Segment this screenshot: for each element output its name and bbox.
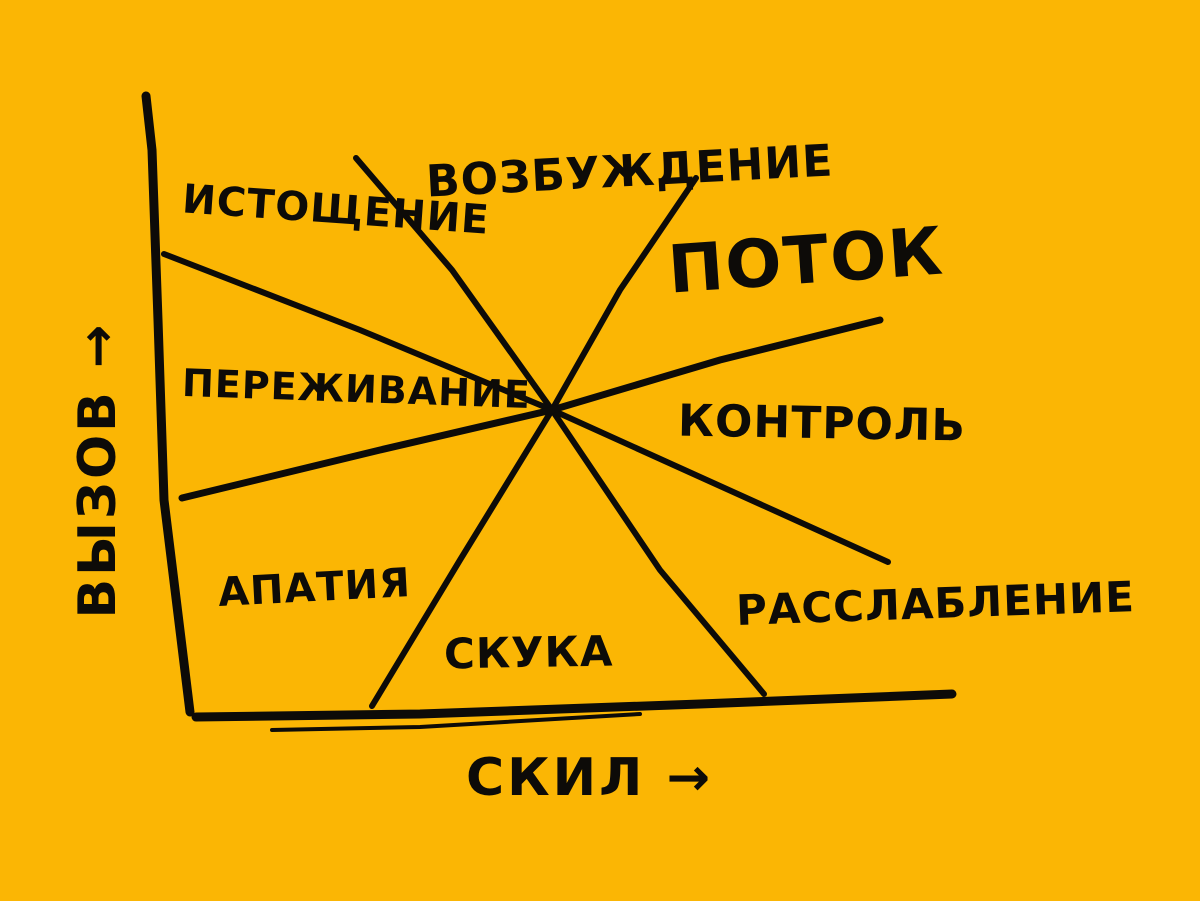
y-axis-line [141, 91, 195, 717]
x-axis-label: скил → [466, 748, 714, 808]
x-axis-line-stroke-2 [270, 712, 642, 732]
zone-label-boredom: скука [443, 626, 614, 679]
y-axis-label: вызов → [68, 321, 128, 619]
zone-label-apathy: апатия [216, 559, 413, 617]
zone-label-anxiety: переживание [181, 360, 532, 418]
line-anxiety-to-control [178, 316, 884, 502]
zone-label-flow: поток [665, 212, 947, 309]
x-axis-line [191, 689, 957, 722]
zone-label-control: контроль [677, 395, 967, 452]
